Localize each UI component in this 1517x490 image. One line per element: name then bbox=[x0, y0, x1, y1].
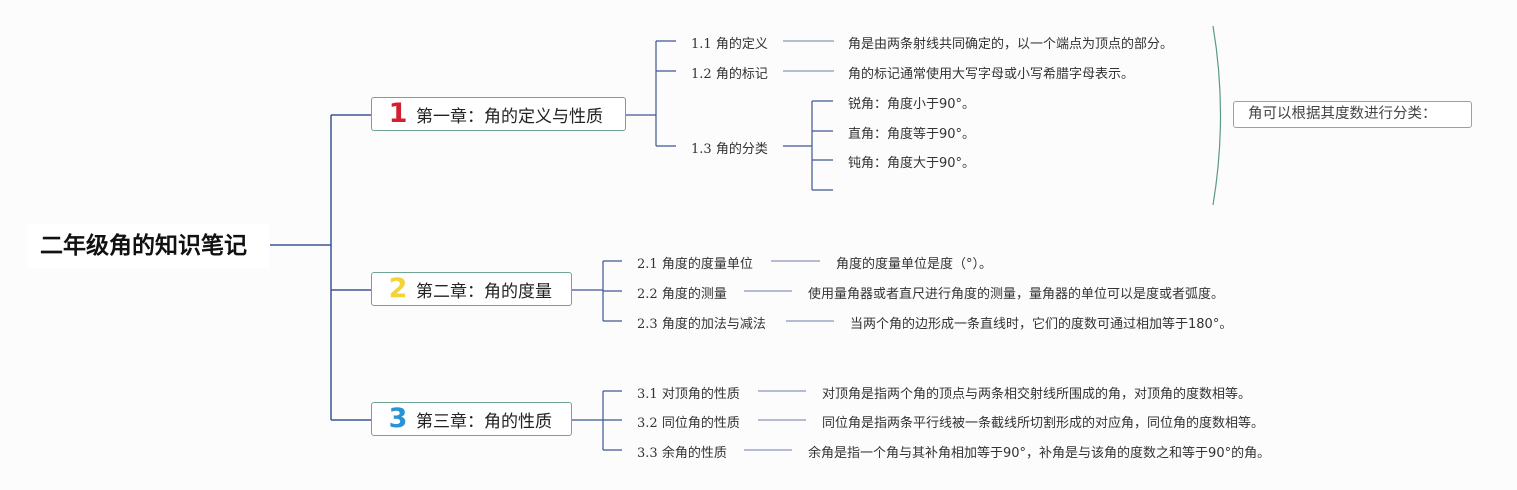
subtopic-code: 1.3 bbox=[691, 142, 712, 157]
chapter2-connector bbox=[572, 260, 622, 322]
subtopic-label: 角度的加法与减法 bbox=[661, 317, 766, 332]
subtopic-label: 角的标记 bbox=[715, 67, 768, 82]
subtopic-code: 3.2 bbox=[637, 416, 658, 431]
chapter-2-number-icon: 2 bbox=[388, 273, 408, 304]
angle-type-right[interactable]: 直角：角度等于90°。 bbox=[848, 127, 976, 142]
subtopic-2-1[interactable]: 2.1 角度的度量单位 bbox=[637, 253, 753, 272]
chapter-3-node[interactable]: 3 第三章：角的性质 bbox=[371, 402, 572, 436]
sub-detail-lines-2 bbox=[744, 260, 834, 322]
chapter-1-title: 第一章：角的定义与性质 bbox=[416, 106, 603, 127]
detail-3-2[interactable]: 同位角是指两条平行线被一条截线所切割形成的对应角，同位角的度数相等。 bbox=[822, 416, 1265, 431]
subtopic-1-1[interactable]: 1.1 角的定义 bbox=[691, 33, 768, 52]
detail-2-2[interactable]: 使用量角器或者直尺进行角度的测量，量角器的单位可以是度或者弧度。 bbox=[808, 287, 1225, 302]
chapter-3-number-icon: 3 bbox=[388, 403, 408, 434]
subtopic-code: 3.3 bbox=[637, 446, 658, 461]
subtopic-label: 角度的测量 bbox=[661, 287, 727, 302]
sub-1-3-connector bbox=[783, 100, 833, 191]
subtopic-1-2[interactable]: 1.2 角的标记 bbox=[691, 63, 768, 82]
sub-detail-lines-1 bbox=[783, 40, 834, 72]
subtopic-2-2[interactable]: 2.2 角度的测量 bbox=[637, 283, 727, 302]
detail-3-3[interactable]: 余角是指一个角与其补角相加等于90°，补角是与该角的度数之和等于90°的角。 bbox=[808, 446, 1271, 461]
subtopic-label: 同位角的性质 bbox=[661, 416, 740, 431]
chapter-2-node[interactable]: 2 第二章：角的度量 bbox=[371, 272, 572, 306]
chapter-2-title: 第二章：角的度量 bbox=[416, 281, 552, 302]
subtopic-code: 2.2 bbox=[637, 287, 658, 302]
chapter-3-title: 第三章：角的性质 bbox=[416, 411, 552, 432]
chapter3-connector bbox=[572, 390, 622, 451]
subtopic-2-3[interactable]: 2.3 角度的加法与减法 bbox=[637, 313, 766, 332]
detail-2-3[interactable]: 当两个角的边形成一条直线时，它们的度数可通过相加等于180°。 bbox=[850, 317, 1233, 332]
angle-type-obtuse[interactable]: 钝角：角度大于90°。 bbox=[848, 156, 976, 171]
angle-type-acute[interactable]: 锐角：角度小于90°。 bbox=[848, 97, 976, 112]
summary-node[interactable]: 角可以根据其度数进行分类： bbox=[1233, 101, 1472, 128]
chapter1-connector bbox=[626, 40, 676, 147]
subtopic-label: 角的分类 bbox=[715, 142, 768, 157]
subtopic-3-1[interactable]: 3.1 对顶角的性质 bbox=[637, 383, 740, 402]
subtopic-1-3[interactable]: 1.3 角的分类 bbox=[691, 138, 768, 157]
chapter-1-node[interactable]: 1 第一章：角的定义与性质 bbox=[371, 97, 626, 131]
subtopic-label: 对顶角的性质 bbox=[661, 387, 740, 402]
subtopic-code: 1.2 bbox=[691, 67, 712, 82]
subtopic-label: 角度的度量单位 bbox=[661, 257, 753, 272]
detail-2-1[interactable]: 角度的度量单位是度（°）。 bbox=[836, 257, 993, 272]
subtopic-code: 2.3 bbox=[637, 317, 658, 332]
root-topic[interactable]: 二年级角的知识笔记 bbox=[28, 224, 270, 268]
subtopic-3-2[interactable]: 3.2 同位角的性质 bbox=[637, 412, 740, 431]
detail-3-1[interactable]: 对顶角是指两个角的顶点与两条相交射线所围成的角，对顶角的度数相等。 bbox=[822, 387, 1252, 402]
detail-1-2[interactable]: 角的标记通常使用大写字母或小写希腊字母表示。 bbox=[848, 67, 1135, 82]
root-connector bbox=[270, 114, 371, 421]
subtopic-3-3[interactable]: 3.3 余角的性质 bbox=[637, 442, 727, 461]
subtopic-label: 角的定义 bbox=[715, 37, 768, 52]
chapter-1-number-icon: 1 bbox=[388, 98, 408, 129]
subtopic-code: 1.1 bbox=[691, 37, 712, 52]
summary-bracket bbox=[1212, 25, 1222, 206]
subtopic-code: 2.1 bbox=[637, 257, 658, 272]
subtopic-label: 余角的性质 bbox=[661, 446, 727, 461]
detail-1-1[interactable]: 角是由两条射线共同确定的，以一个端点为顶点的部分。 bbox=[848, 37, 1174, 52]
subtopic-code: 3.1 bbox=[637, 387, 658, 402]
sub-detail-lines-3 bbox=[744, 390, 806, 451]
